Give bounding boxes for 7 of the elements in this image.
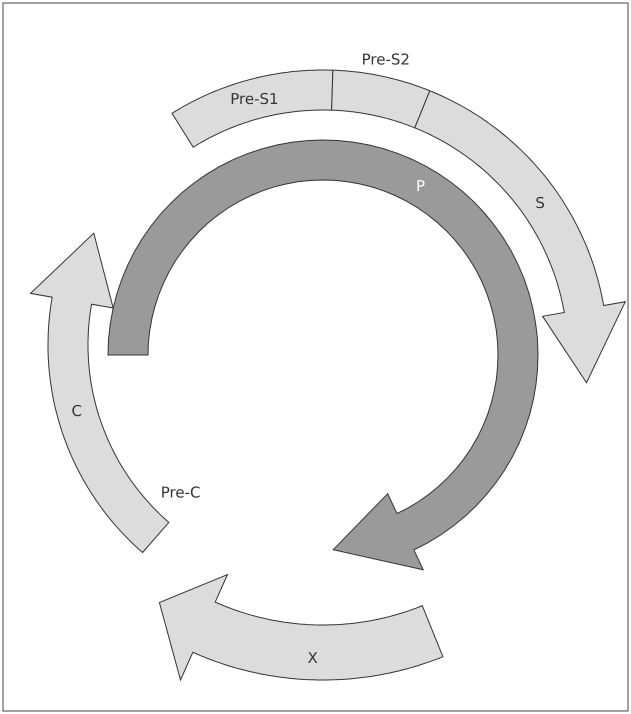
gene-label: Pre-S1	[230, 90, 279, 108]
gene-label: Pre-S2	[362, 50, 410, 69]
gene-label: Pre-C	[160, 484, 200, 502]
gene-label: S	[535, 194, 545, 212]
gene-label: X	[307, 648, 318, 667]
gene-label: C	[71, 402, 82, 420]
gene-label: P	[416, 177, 426, 196]
